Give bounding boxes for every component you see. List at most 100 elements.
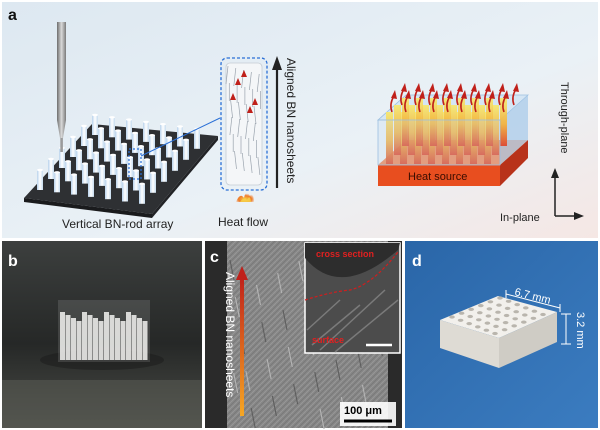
through-plane-arrowhead — [499, 83, 505, 92]
heated-rod — [450, 105, 457, 155]
bn-rod — [92, 115, 98, 135]
rod-hole — [449, 315, 455, 319]
bn-rod-top — [110, 153, 116, 157]
heated-rod — [436, 105, 443, 155]
bn-rod — [105, 179, 111, 200]
sem-streak — [287, 346, 293, 368]
rod-hole — [501, 328, 508, 332]
bn-rod — [122, 181, 128, 202]
heat-flow-arrowhead — [235, 78, 241, 85]
nanosheet — [249, 154, 253, 174]
sample-rod-holes — [449, 296, 546, 336]
bn-rod — [99, 165, 105, 186]
array-caption: Vertical BN-rod array — [62, 217, 173, 231]
rod-hole — [531, 309, 538, 313]
through-plane-arrowhead — [391, 90, 397, 99]
heated-rod — [500, 98, 507, 146]
rod-hole — [476, 318, 482, 322]
bn-rod — [87, 139, 93, 160]
through-plane-arrowhead — [461, 90, 467, 99]
heat-flow-arrows — [230, 70, 258, 176]
rod-hole — [512, 317, 518, 321]
photo-rod — [87, 315, 93, 360]
heat-source-label: Heat source — [408, 171, 467, 183]
bn-rod-array — [37, 113, 200, 204]
heated-rod — [430, 98, 437, 146]
bn-rod-top — [48, 157, 54, 161]
bn-rod-top — [144, 158, 150, 161]
heat-flow-flame-icon — [236, 192, 254, 202]
photo-rod — [109, 315, 115, 360]
rod-hole — [502, 321, 509, 325]
zoom-connector-line — [140, 117, 221, 157]
bn-rod — [132, 132, 138, 153]
sample-block-front — [440, 320, 499, 368]
photo-rod — [115, 318, 120, 360]
rod-hole — [483, 328, 490, 332]
bn-rod-top — [183, 138, 189, 141]
rod-hole — [468, 307, 475, 311]
heat-flow-arrowhead — [247, 106, 253, 113]
bn-rod-top — [70, 135, 76, 139]
heated-rod — [458, 98, 465, 146]
panel-a: a Vertical BN-rod array Heat flo — [2, 2, 598, 238]
rod-hole — [458, 311, 465, 315]
axis-through-plane-label: Through-plane — [558, 82, 570, 154]
bn-rod-top — [105, 178, 111, 181]
photo-rod — [93, 318, 98, 360]
rod-hole — [487, 300, 494, 304]
bn-rod-top — [127, 156, 133, 159]
composite-front — [377, 119, 501, 166]
bn-rod-top — [161, 160, 167, 163]
photo-rod — [126, 312, 131, 360]
rod-hole — [486, 307, 493, 311]
width-dimension-line — [505, 293, 561, 309]
nanosheet-label: Aligned BN nanosheets — [284, 58, 298, 183]
bn-rod-top — [139, 182, 145, 185]
sem-streak — [277, 272, 283, 294]
rod-hole — [513, 310, 519, 314]
bn-rod — [76, 150, 82, 171]
heated-rod-array — [386, 98, 507, 164]
rod-hole — [493, 324, 499, 328]
bn-rod — [37, 170, 43, 190]
sem-streak — [255, 284, 262, 306]
through-plane-arrowhead — [447, 90, 453, 99]
bn-rod — [88, 176, 94, 197]
sem-streak — [234, 296, 240, 318]
nanosheet — [234, 150, 237, 170]
heated-rod — [408, 105, 415, 155]
rod-hole — [540, 312, 546, 317]
bn-rod — [81, 126, 87, 146]
through-plane-arrowhead — [485, 83, 491, 92]
sem-streak — [319, 408, 325, 430]
bn-rod-top — [155, 147, 161, 150]
through-plane-arrowhead — [471, 83, 477, 92]
bn-rod — [115, 130, 121, 151]
bn-rod-top — [54, 171, 60, 174]
panel-c-letter: c — [210, 249, 219, 266]
sem-streak — [335, 359, 341, 381]
rod-hole — [492, 331, 498, 336]
bn-rod — [121, 143, 127, 164]
heated-rod — [492, 105, 499, 155]
bn-rod-top — [71, 173, 77, 176]
bn-rod — [177, 126, 183, 147]
bn-rod-top — [172, 149, 178, 152]
bn-rod — [71, 174, 77, 195]
sem-streak — [266, 358, 272, 380]
bn-rod — [138, 146, 144, 167]
bn-rod — [126, 119, 132, 140]
bn-rod-top — [166, 136, 172, 139]
nanosheet — [233, 67, 237, 87]
rod-hole — [467, 314, 474, 319]
sem-streak — [250, 407, 256, 429]
bn-rod-top — [99, 164, 105, 168]
nanosheet — [257, 156, 261, 176]
photo-rod — [120, 321, 126, 360]
bn-rod-top — [92, 113, 98, 117]
photo-blur-haze — [58, 300, 150, 362]
bn-rod — [149, 135, 155, 156]
through-plane-arrowhead — [503, 90, 509, 99]
